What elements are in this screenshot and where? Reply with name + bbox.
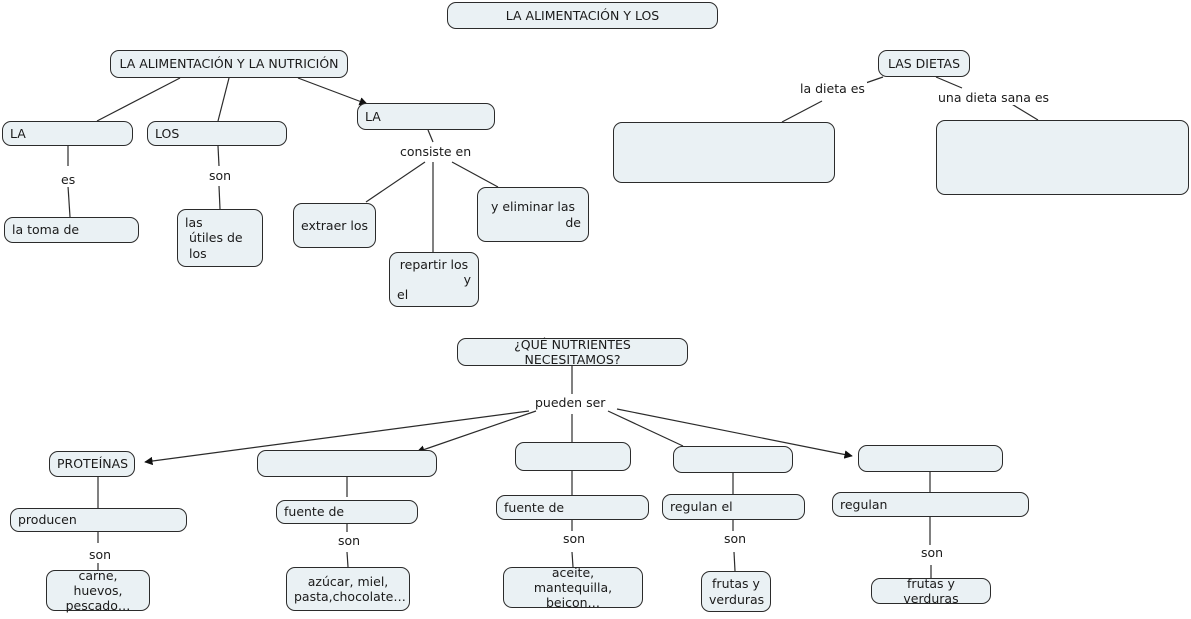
node-nutriente-4[interactable] bbox=[673, 446, 793, 473]
node-los-left-label: LOS bbox=[155, 125, 180, 141]
edge-nutricion-to-la bbox=[96, 77, 181, 122]
node-func-regulan[interactable]: regulan bbox=[832, 492, 1029, 517]
node-la-left[interactable]: LA bbox=[2, 121, 133, 146]
node-nutrientes-question[interactable]: ¿QUÉ NUTRIENTES NECESITAMOS? bbox=[457, 336, 688, 367]
node-func-producen[interactable]: producen bbox=[10, 508, 187, 532]
edge-consiste-to-eliminar bbox=[451, 161, 499, 188]
edge-consiste-to-extraer bbox=[365, 161, 426, 203]
node-func-fuente-de-3[interactable]: fuente de bbox=[496, 495, 649, 520]
link-label-pueden-ser: pueden ser bbox=[533, 395, 608, 410]
node-dieta-box-left[interactable] bbox=[613, 122, 835, 183]
node-nutriente-5[interactable] bbox=[858, 445, 1003, 472]
node-nutriente-3[interactable] bbox=[515, 442, 631, 471]
node-los-left[interactable]: LOS bbox=[147, 121, 287, 146]
node-example-1-line2: pescado… bbox=[65, 598, 131, 614]
node-alimentacion-nutricion[interactable]: LA ALIMENTACIÓN Y LA NUTRICIÓN bbox=[110, 50, 348, 78]
node-root-title-label: LA ALIMENTACIÓN Y LOS bbox=[505, 7, 660, 23]
node-repartir-line3: el bbox=[397, 287, 409, 303]
node-func-regulan-el[interactable]: regulan el bbox=[662, 494, 805, 520]
node-las-dietas-label: LAS DIETAS bbox=[887, 55, 961, 71]
link-label-son-5: son bbox=[919, 545, 946, 560]
edge-nutricion-to-los bbox=[217, 77, 230, 122]
node-las-utiles-de-los[interactable]: las útiles de los bbox=[177, 209, 263, 267]
node-example-5[interactable]: frutas y verduras bbox=[871, 575, 991, 606]
node-example-2-line1: azúcar, miel, bbox=[307, 573, 389, 589]
link-label-la-dieta-es: la dieta es bbox=[798, 81, 867, 96]
node-func-5-label: regulan bbox=[840, 496, 888, 512]
node-example-4-line1: frutas y bbox=[712, 576, 760, 592]
node-example-3[interactable]: aceite, mantequilla, beicon… bbox=[503, 564, 643, 611]
edge-dietasana-to-box bbox=[1009, 102, 1039, 121]
link-label-consiste-en: consiste en bbox=[398, 144, 474, 159]
node-eliminar-line2: de bbox=[565, 214, 581, 230]
link-label-son-3: son bbox=[561, 531, 588, 546]
link-label-es: es bbox=[59, 172, 78, 187]
node-las-utiles-line1: las bbox=[185, 215, 203, 231]
node-las-utiles-line2: útiles de los bbox=[189, 230, 243, 261]
node-repartir-line2: y bbox=[463, 271, 471, 287]
edge-es-to-toma bbox=[67, 185, 71, 218]
node-nutriente-proteinas[interactable]: PROTEÍNAS bbox=[49, 451, 135, 477]
node-eliminar-line1: y eliminar las bbox=[491, 199, 575, 215]
node-y-eliminar-las-de[interactable]: y eliminar las de bbox=[477, 187, 589, 242]
edge-puedenser-to-n4 bbox=[607, 410, 684, 447]
node-la-right-label: LA bbox=[365, 108, 381, 124]
node-la-toma-de[interactable]: la toma de bbox=[4, 217, 139, 243]
node-func-4-label: regulan el bbox=[670, 499, 733, 515]
edge-la-to-consiste bbox=[427, 129, 434, 143]
node-example-2[interactable]: azúcar, miel, pasta,chocolate… bbox=[286, 567, 410, 611]
link-label-son-los: son bbox=[207, 168, 234, 183]
node-alimentacion-nutricion-label: LA ALIMENTACIÓN Y LA NUTRICIÓN bbox=[119, 56, 339, 72]
edge-dietaes-to-box bbox=[781, 100, 823, 123]
node-repartir-los[interactable]: repartir los y el bbox=[389, 252, 479, 307]
edge-nutricion-to-la-right bbox=[297, 77, 368, 106]
node-la-left-label: LA bbox=[10, 125, 26, 141]
edge-los-to-son bbox=[217, 145, 220, 167]
node-example-3-line1: aceite, mantequilla, bbox=[533, 564, 613, 595]
node-extraer-los-label: extraer los bbox=[301, 217, 369, 233]
node-example-5-label: frutas y verduras bbox=[903, 575, 959, 606]
node-example-2-line2: pasta,chocolate… bbox=[294, 589, 406, 604]
node-func-2-label: fuente de bbox=[284, 504, 345, 520]
edge-dietas-to-dietasana bbox=[935, 76, 963, 89]
node-repartir-line1: repartir los bbox=[399, 256, 469, 272]
link-label-son-4: son bbox=[722, 531, 749, 546]
node-example-4-line2: verduras bbox=[709, 591, 765, 607]
node-func-1-label: producen bbox=[18, 512, 77, 528]
node-func-3-label: fuente de bbox=[504, 499, 565, 515]
node-example-1[interactable]: carne, huevos, pescado… bbox=[46, 567, 150, 614]
node-nutrientes-question-label: ¿QUÉ NUTRIENTES NECESITAMOS? bbox=[514, 336, 631, 367]
node-extraer-los[interactable]: extraer los bbox=[293, 203, 376, 248]
edge-son2-to-ex2 bbox=[346, 551, 349, 568]
node-las-dietas[interactable]: LAS DIETAS bbox=[878, 50, 970, 77]
node-dieta-box-right[interactable] bbox=[936, 120, 1189, 195]
node-nutriente-1-label: PROTEÍNAS bbox=[57, 456, 129, 472]
node-func-fuente-de-2[interactable]: fuente de bbox=[276, 500, 418, 524]
edge-son-to-utiles bbox=[218, 185, 221, 210]
link-label-una-dieta-sana-es: una dieta sana es bbox=[936, 90, 1052, 105]
node-la-toma-de-label: la toma de bbox=[12, 222, 80, 238]
node-example-1-line1: carne, huevos, bbox=[73, 567, 123, 598]
link-label-son-1: son bbox=[87, 547, 114, 562]
link-label-son-2: son bbox=[336, 533, 363, 548]
node-nutriente-2[interactable] bbox=[257, 450, 437, 477]
node-example-4[interactable]: frutas y verduras bbox=[701, 571, 771, 612]
edge-son4-to-ex4 bbox=[733, 551, 736, 572]
node-example-3-line2: beicon… bbox=[545, 595, 601, 611]
node-root-title[interactable]: LA ALIMENTACIÓN Y LOS bbox=[447, 2, 718, 29]
node-la-right[interactable]: LA bbox=[357, 103, 495, 130]
